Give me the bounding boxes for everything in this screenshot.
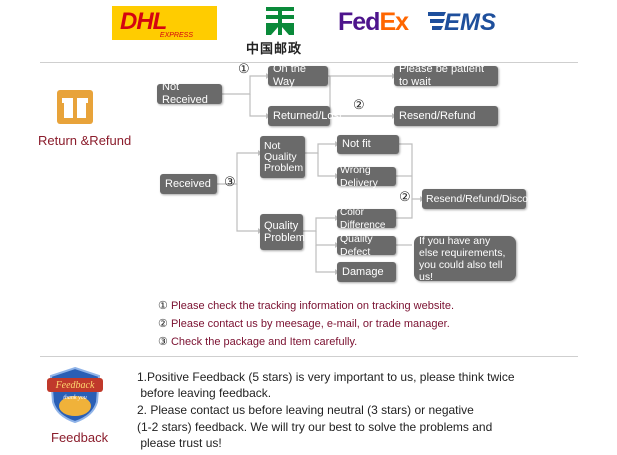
gift-icon — [57, 90, 93, 124]
ems-logo: EMS — [428, 8, 506, 38]
resend-refund-discount-box: Resend/Refund/Discount — [422, 189, 543, 209]
mark-1: ① — [238, 61, 250, 76]
ems-logo-text: EMS — [444, 9, 497, 36]
returned-lost-box: Returned/Lost — [268, 106, 342, 126]
damage-box: Damage — [337, 262, 396, 282]
on-the-way-box: On the Way — [268, 63, 328, 88]
not-fit-box: Not fit — [337, 135, 399, 154]
mark-3: ③ — [224, 174, 236, 189]
mark-2b: ② — [399, 189, 411, 204]
resend-refund-box: Resend/Refund — [394, 106, 498, 126]
feedback-line-5: please trust us! — [137, 436, 222, 450]
note-2-text: Please contact us by meesage, e-mail, or… — [170, 318, 450, 330]
dhl-logo-text: DHL — [120, 8, 167, 35]
note-2: ② Please contact us by meesage, e-mail, … — [158, 317, 450, 330]
not-received-box: Not Received — [157, 81, 222, 106]
wrong-delivery-box: Wrong Delivery — [337, 164, 396, 189]
feedback-line-1: 1.Positive Feedback (5 stars) is very im… — [137, 370, 515, 384]
feedback-label: Feedback — [51, 430, 109, 445]
note-3: ③ Check the package and Item carefully. — [158, 335, 357, 348]
ems-wing-icon — [428, 12, 446, 30]
note-1-num: ① — [158, 300, 168, 312]
flow-connectors — [217, 73, 424, 275]
china-post-text: 中国邮政 — [246, 41, 303, 56]
quality-problem-box: Quality Problem — [260, 214, 305, 250]
feedback-line-4: (1-2 stars) feedback. We will try our be… — [137, 420, 493, 434]
color-difference-box: Color Difference — [337, 207, 396, 231]
fedex-logo: FedEx — [338, 8, 409, 37]
dhl-logo: DHL EXPRESS — [112, 6, 217, 40]
patient-box: Please be patient to wait — [394, 63, 498, 88]
note-1-text: Please check the tracking information on… — [170, 300, 455, 312]
note-3-num: ③ — [158, 336, 168, 348]
feedback-line-3: 2. Please contact us before leaving neut… — [137, 403, 474, 417]
feedback-shield-icon: Feedback thank you — [47, 366, 103, 424]
note-2-num: ② — [158, 318, 168, 330]
badge-title: Feedback — [55, 380, 95, 391]
note-1: ① Please check the tracking information … — [158, 299, 454, 312]
feedback-line-2: before leaving feedback. — [137, 386, 272, 400]
any-else-bubble: If you have any else requirements, you c… — [414, 235, 516, 283]
return-refund-label: Return &Refund — [38, 133, 132, 148]
divider-bottom — [40, 356, 578, 357]
received-box: Received — [160, 174, 217, 194]
badge-sub: thank you — [63, 395, 87, 401]
dhl-logo-sub: EXPRESS — [159, 32, 193, 39]
note-3-text: Check the package and Item carefully. — [170, 336, 358, 348]
fedex-logo-fed: Fed — [338, 8, 380, 36]
mark-2a: ② — [353, 97, 365, 112]
fedex-logo-ex: Ex — [379, 8, 409, 36]
divider-top — [40, 62, 578, 63]
quality-defect-box: Quality Defect — [337, 233, 396, 258]
china-post-icon — [266, 7, 294, 35]
not-quality-problem-box: Not Quality Problem — [260, 136, 305, 178]
